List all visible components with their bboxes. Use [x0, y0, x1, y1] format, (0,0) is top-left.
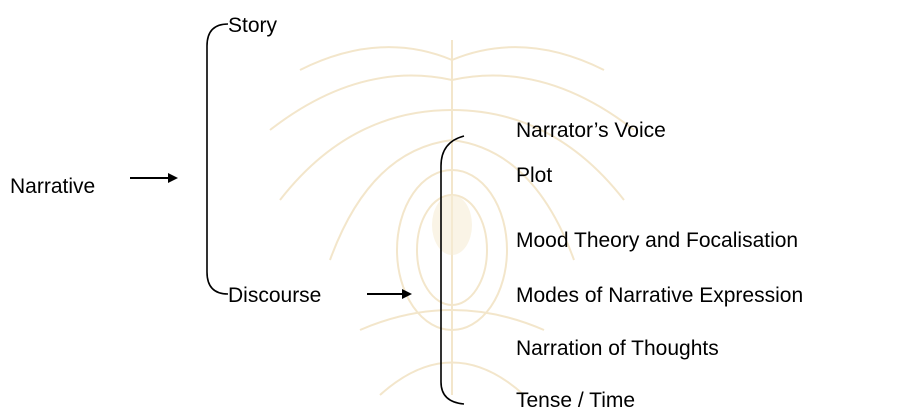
- discourse-item: Narration of Thoughts: [516, 337, 719, 360]
- discourse-items-bracket: [440, 135, 465, 405]
- discourse-item: Modes of Narrative Expression: [516, 284, 804, 307]
- root-node-label: Narrative: [10, 175, 96, 198]
- discourse-item: Plot: [516, 164, 553, 187]
- discourse-item: Tense / Time: [516, 389, 636, 412]
- discourse-node-label: Discourse: [228, 284, 322, 307]
- discourse-item: Narrator’s Voice: [516, 119, 666, 142]
- story-node-label: Story: [228, 14, 278, 37]
- discourse-item: Mood Theory and Focalisation: [516, 229, 799, 252]
- story-discourse-bracket: [206, 23, 229, 295]
